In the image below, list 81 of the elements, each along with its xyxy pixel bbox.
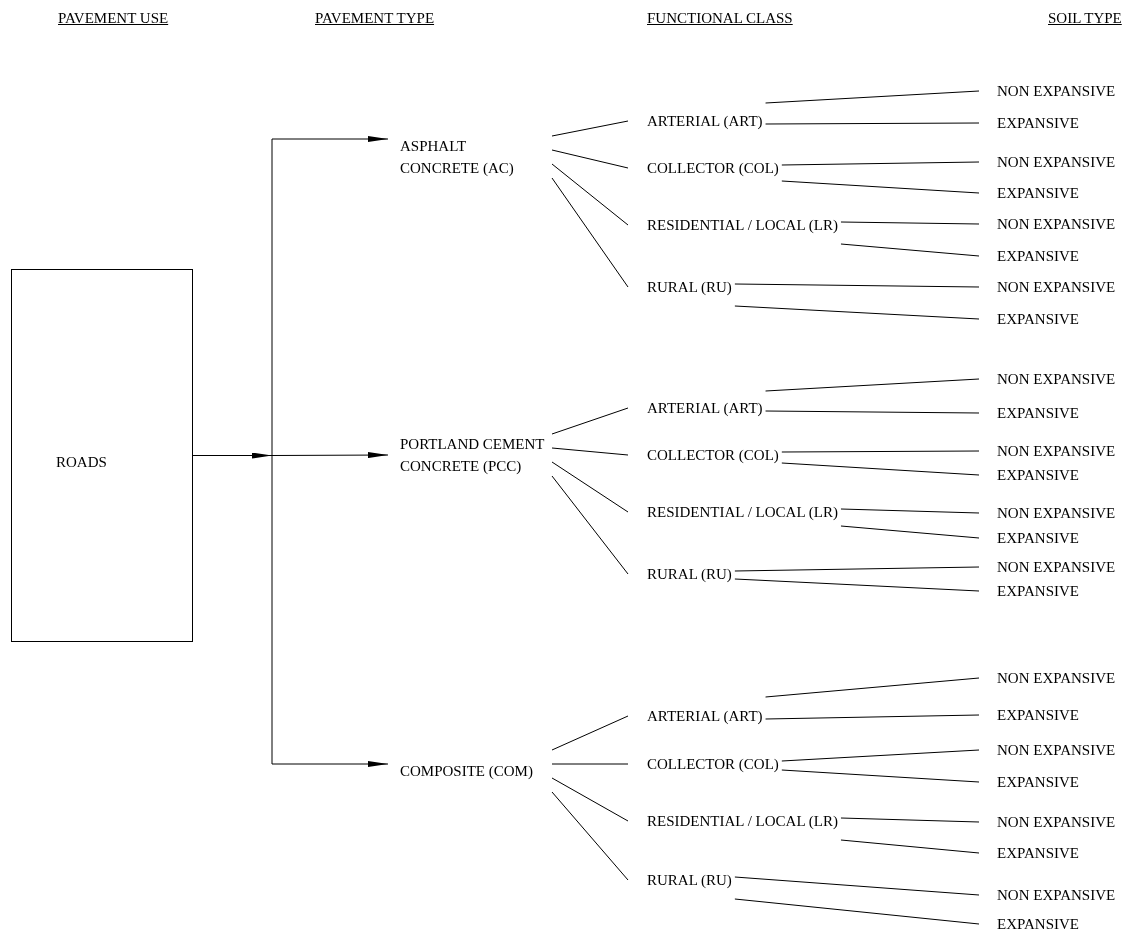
pavement-type-label: COMPOSITE (COM) — [388, 760, 552, 782]
connector-line — [781, 450, 980, 453]
column-heading: SOIL TYPE — [1048, 9, 1122, 28]
connector-line — [765, 122, 980, 125]
functional-class-label: RESIDENTIAL / LOCAL (LR) — [628, 491, 841, 533]
connector-line — [765, 410, 980, 414]
soil-type-label: EXPANSIVE — [979, 182, 1079, 204]
soil-type-label: NON EXPANSIVE — [979, 556, 1116, 578]
functional-class-label: ARTERIAL (ART) — [628, 100, 766, 142]
functional-class-label: RESIDENTIAL / LOCAL (LR) — [628, 800, 841, 842]
pavement-type-label: PORTLAND CEMENT CONCRETE (PCC) — [388, 433, 552, 477]
soil-type-label: NON EXPANSIVE — [979, 502, 1116, 524]
connector-line — [781, 769, 980, 783]
connector-line — [840, 817, 980, 823]
soil-type-label: NON EXPANSIVE — [979, 151, 1116, 173]
connector-line — [551, 163, 629, 226]
functional-class-label: ARTERIAL (ART) — [628, 387, 766, 429]
connector-line — [734, 305, 980, 320]
soil-type-label: NON EXPANSIVE — [979, 368, 1116, 390]
connector-line — [551, 447, 629, 456]
connector-line — [551, 763, 629, 765]
functional-class-label: COLLECTOR (COL) — [628, 147, 782, 189]
connector-line — [551, 177, 629, 288]
functional-class-label: RURAL (RU) — [628, 553, 735, 595]
connector-line — [765, 378, 980, 392]
connector-line — [781, 161, 980, 166]
soil-type-label: EXPANSIVE — [979, 308, 1079, 330]
connector-line — [551, 715, 629, 751]
soil-type-label: EXPANSIVE — [979, 913, 1079, 932]
connector-line — [551, 461, 629, 513]
connector-line — [551, 120, 629, 137]
connector-line — [840, 221, 980, 225]
soil-type-label: NON EXPANSIVE — [979, 667, 1116, 689]
soil-type-label: NON EXPANSIVE — [979, 276, 1116, 298]
connector-line — [765, 90, 980, 104]
soil-type-label: NON EXPANSIVE — [979, 811, 1116, 833]
box-label: ROADS — [56, 454, 107, 470]
connector-line — [551, 475, 629, 575]
functional-class-label: ARTERIAL (ART) — [628, 695, 766, 737]
soil-type-label: NON EXPANSIVE — [979, 739, 1116, 761]
soil-type-label: EXPANSIVE — [979, 771, 1079, 793]
soil-type-label: EXPANSIVE — [979, 580, 1079, 602]
soil-type-label: EXPANSIVE — [979, 704, 1079, 726]
connector-line — [781, 462, 980, 476]
soil-type-label: NON EXPANSIVE — [979, 440, 1116, 462]
functional-class-label: RURAL (RU) — [628, 859, 735, 901]
column-heading: PAVEMENT USE — [58, 9, 169, 28]
connector-line — [551, 149, 629, 169]
connector-line — [734, 566, 980, 572]
connector-line — [551, 777, 629, 822]
connector-line — [781, 749, 980, 762]
pavement-type-label: ASPHALT CONCRETE (AC) — [388, 135, 552, 179]
column-heading: FUNCTIONAL CLASS — [647, 9, 793, 28]
connector-line — [734, 876, 980, 896]
functional-class-label: RESIDENTIAL / LOCAL (LR) — [628, 204, 841, 246]
connector-line — [840, 839, 980, 854]
process-box — [11, 269, 193, 642]
soil-type-label: EXPANSIVE — [979, 464, 1079, 486]
soil-type-label: EXPANSIVE — [979, 842, 1079, 864]
soil-type-label: EXPANSIVE — [979, 245, 1079, 267]
soil-type-label: NON EXPANSIVE — [979, 884, 1116, 906]
connector-line — [551, 407, 629, 435]
soil-type-label: NON EXPANSIVE — [979, 80, 1116, 102]
connector-line — [840, 525, 980, 539]
connector-line — [840, 243, 980, 257]
connector-line — [765, 714, 980, 720]
soil-type-label: NON EXPANSIVE — [979, 213, 1116, 235]
soil-type-label: EXPANSIVE — [979, 112, 1079, 134]
connector-line — [551, 791, 629, 881]
connector-line — [840, 508, 980, 514]
connector-line — [765, 677, 980, 698]
connector-line — [734, 283, 980, 288]
functional-class-label: RURAL (RU) — [628, 266, 735, 308]
soil-type-label: EXPANSIVE — [979, 527, 1079, 549]
connector-line — [734, 578, 980, 592]
connector-line — [781, 180, 980, 194]
functional-class-label: COLLECTOR (COL) — [628, 743, 782, 785]
functional-class-label: COLLECTOR (COL) — [628, 434, 782, 476]
soil-type-label: EXPANSIVE — [979, 402, 1079, 424]
column-heading: PAVEMENT TYPE — [315, 9, 435, 28]
connector-line — [734, 898, 980, 925]
